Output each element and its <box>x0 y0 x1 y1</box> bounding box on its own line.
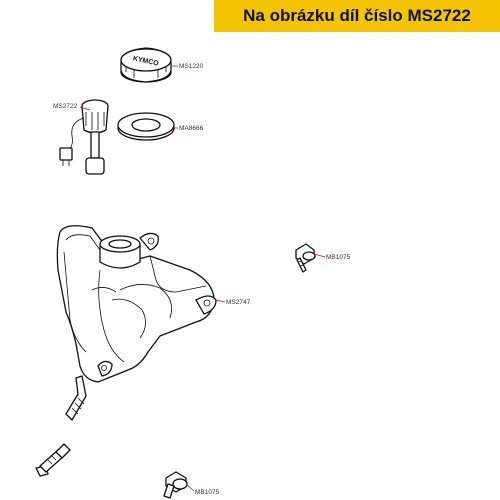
mb1075-top-leader <box>313 253 326 258</box>
bolt-lower-part[interactable] <box>163 471 188 499</box>
part-number-banner: Na obrázku díl číslo MS2722 <box>214 0 500 32</box>
level-sensor-part[interactable] <box>59 99 109 175</box>
callout-ms1220: MS1220 <box>179 63 204 70</box>
ms2722-leader <box>79 106 91 111</box>
callout-ms2747: MS2747 <box>226 299 251 306</box>
mb1075-bottom-leader <box>185 483 195 492</box>
callout-ms2722: MS2722 <box>53 103 78 110</box>
callout-mb1075-bottom: MB1075 <box>195 489 220 496</box>
banner-text: Na obrázku díl číslo MS2722 <box>243 6 471 25</box>
callout-ma8666: MA8666 <box>179 125 204 132</box>
radiator-cap-part[interactable]: KYMCO <box>120 47 172 83</box>
long-bolt-part[interactable] <box>35 443 71 477</box>
reservoir-tank-part[interactable] <box>56 225 217 421</box>
callout-mb1075-top: MB1075 <box>326 254 351 261</box>
bolt-upper-part[interactable] <box>295 243 316 273</box>
ms2747-leader <box>215 299 226 303</box>
seal-ring-part[interactable] <box>117 112 175 141</box>
